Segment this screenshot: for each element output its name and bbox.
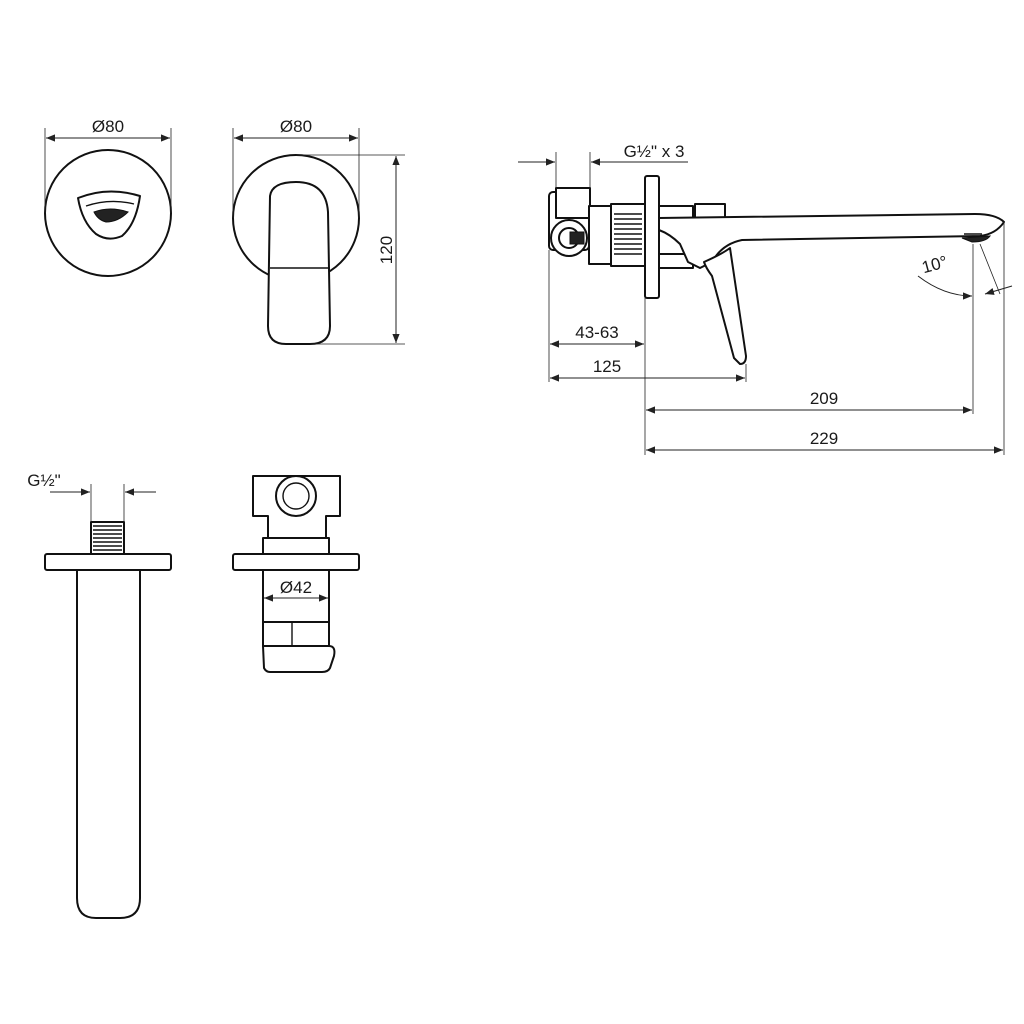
sleeve-thread xyxy=(614,213,642,255)
trim-plate-top-view xyxy=(44,149,172,277)
label-handle-front-diameter: Ø80 xyxy=(280,117,312,136)
dim-wall-depth-range: 43-63 xyxy=(550,323,644,348)
dim-trim-top-diameter: Ø80 xyxy=(44,117,172,213)
dim-spout-total-length: 229 xyxy=(646,429,1003,454)
dim-spout-angle: 10° xyxy=(917,243,1013,300)
label-spout-thread: G½" xyxy=(27,471,60,490)
spout-thread xyxy=(93,525,122,551)
label-handle-height: 120 xyxy=(377,236,396,264)
label-spout-total-length: 229 xyxy=(810,429,838,448)
dim-handle-height: 120 xyxy=(296,154,405,345)
dim-wall-to-handle: 125 xyxy=(550,357,745,382)
dim-body-diameter: Ø42 xyxy=(264,578,328,602)
body-exploded-view xyxy=(232,475,360,673)
label-connection-thread: G½" x 3 xyxy=(624,142,685,161)
dim-spout-thread: G½" xyxy=(27,471,156,522)
label-trim-top-diameter: Ø80 xyxy=(92,117,124,136)
label-body-diameter: Ø42 xyxy=(280,578,312,597)
dim-handle-front-diameter: Ø80 xyxy=(232,117,360,218)
label-wall-depth-range: 43-63 xyxy=(575,323,618,342)
handle-front-view xyxy=(232,154,360,345)
dim-spout-reach-outlet: 209 xyxy=(646,389,972,414)
mixer-side-view xyxy=(548,175,1005,365)
dim-connection-thread: G½" x 3 xyxy=(518,142,688,188)
spout-exploded-view xyxy=(44,521,172,919)
label-spout-reach-outlet: 209 xyxy=(810,389,838,408)
label-spout-angle: 10° xyxy=(920,252,950,277)
label-wall-to-handle: 125 xyxy=(593,357,621,376)
